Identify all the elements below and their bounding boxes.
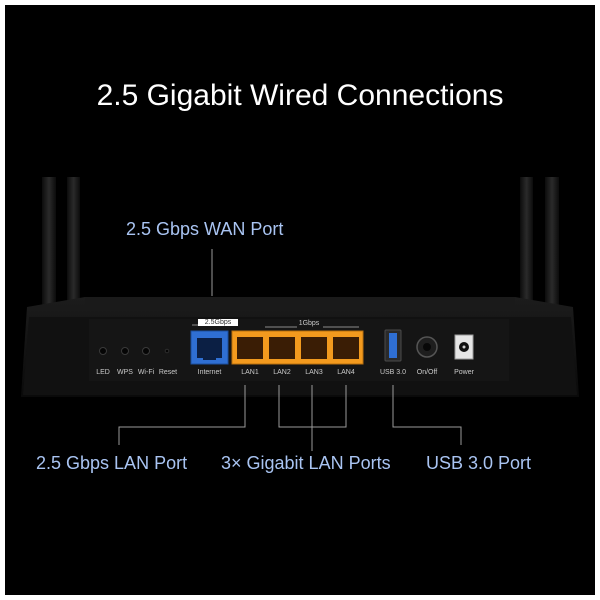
port-label-led: LED [96, 369, 110, 376]
lan2-port [269, 337, 295, 359]
wifi-button [142, 347, 150, 355]
product-banner: 2.5 Gigabit Wired Connections [5, 5, 595, 595]
lan4-port [333, 337, 359, 359]
gigabit-leader-right [312, 385, 347, 428]
port-label-usb: USB 3.0 [379, 369, 407, 376]
port-label-wifi: Wi-Fi [137, 369, 155, 376]
port-label-lan2: LAN2 [273, 369, 291, 376]
gigabit-leader-left [278, 385, 312, 428]
callout-lan25-port: 2.5 Gbps LAN Port [36, 453, 188, 473]
lan3-port [301, 337, 327, 359]
lan25-leader-line [118, 385, 246, 445]
port-label-wps: WPS [117, 369, 133, 376]
port-label-reset: Reset [158, 369, 178, 376]
wps-button [121, 347, 129, 355]
port-label-lan3: LAN3 [305, 369, 323, 376]
callout-usb-port: USB 3.0 Port [426, 453, 532, 473]
port-label-power: Power [454, 369, 474, 376]
port-label-lan4: LAN4 [337, 369, 355, 376]
led-button [99, 347, 107, 355]
callout-gigabit-lan-ports: 3× Gigabit LAN Ports [221, 453, 391, 473]
reset-hole [164, 348, 170, 354]
port-label-internet: Internet [197, 369, 222, 376]
router-illustration [21, 177, 579, 451]
headline: 2.5 Gigabit Wired Connections [96, 79, 504, 112]
lan1-port [237, 337, 263, 359]
port-label-lan1: LAN1 [241, 369, 259, 376]
speed-label-1gbps: 1Gbps [298, 320, 320, 327]
callout-wan-port: 2.5 Gbps WAN Port [126, 219, 284, 239]
vent-strip [85, 297, 515, 306]
port-label-onoff: On/Off [416, 369, 438, 376]
usb-leader-line [392, 385, 462, 445]
speed-label-2.5gbps: 2.5Gbps [198, 319, 238, 326]
